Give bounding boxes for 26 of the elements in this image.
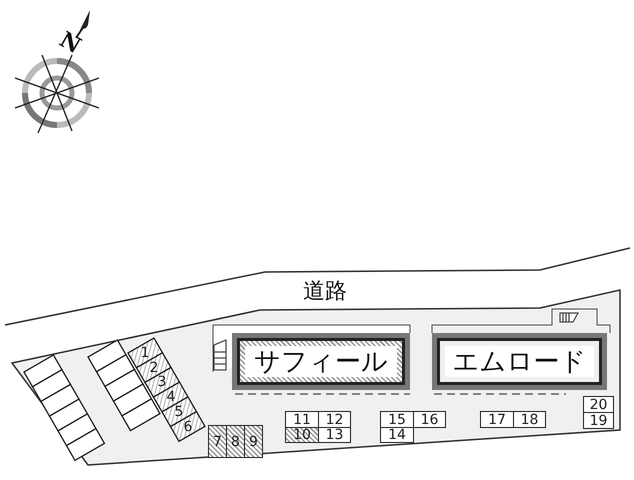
parking-space: 13 xyxy=(318,427,351,443)
building-name: サフィール xyxy=(245,346,397,377)
parking-space: 9 xyxy=(244,425,263,458)
parking-number: 3 xyxy=(156,376,168,388)
parking-space: 19 xyxy=(583,412,614,429)
road-label: 道路 xyxy=(303,278,347,306)
parking-space: 20 xyxy=(583,396,614,413)
compass-letter: N xyxy=(54,26,86,60)
parking-space: 8 xyxy=(226,425,245,458)
parking-space: 11 xyxy=(285,411,319,428)
parking-number: 1 xyxy=(139,347,151,359)
building-box xyxy=(432,333,607,390)
parking-space: 15 xyxy=(380,411,414,428)
parking-space: 14 xyxy=(380,427,414,443)
parking-number: 6 xyxy=(182,421,194,433)
parking-space: 7 xyxy=(208,425,227,458)
parking-number: 5 xyxy=(173,406,185,418)
parking-space: 16 xyxy=(413,411,446,428)
parking-space: 18 xyxy=(513,411,546,428)
parking-space: 17 xyxy=(480,411,514,428)
parking-number: 2 xyxy=(148,362,160,374)
parking-space: 10 xyxy=(285,427,319,443)
building-name: エムロード xyxy=(445,346,594,377)
parking-number: 4 xyxy=(165,391,177,403)
building-box xyxy=(232,333,410,390)
parking-space: 12 xyxy=(318,411,351,428)
